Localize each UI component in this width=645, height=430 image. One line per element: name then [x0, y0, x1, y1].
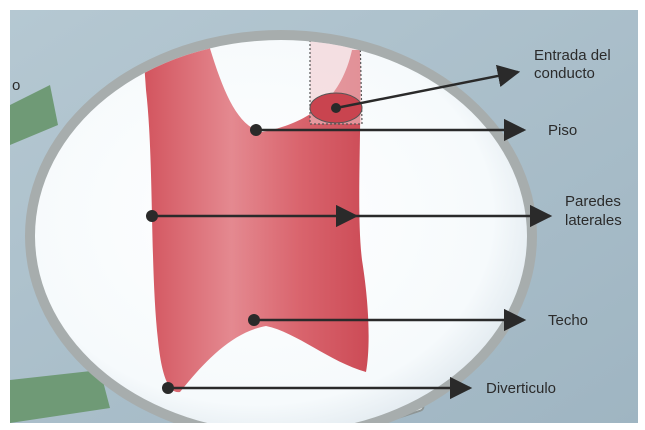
label-piso: Piso: [548, 122, 577, 139]
edge-text: o: [12, 77, 20, 94]
label-paredes-line1: Paredes: [565, 193, 621, 210]
dot-piso: [250, 124, 262, 136]
label-diverticulo: Diverticulo: [486, 380, 556, 397]
dot-diverticulo: [162, 382, 174, 394]
label-techo: Techo: [548, 312, 588, 329]
dot-entrada: [331, 103, 341, 113]
label-entrada-line2: conducto: [534, 65, 595, 82]
label-entrada-line1: Entrada del: [534, 47, 611, 64]
label-paredes-line2: laterales: [565, 212, 622, 229]
pulp-chamber-diagram: o Entrada del conducto Piso Paredes: [10, 10, 638, 423]
dot-techo: [248, 314, 260, 326]
diagram-panel: o Entrada del conducto Piso Paredes: [10, 10, 638, 423]
dot-pared: [146, 210, 158, 222]
